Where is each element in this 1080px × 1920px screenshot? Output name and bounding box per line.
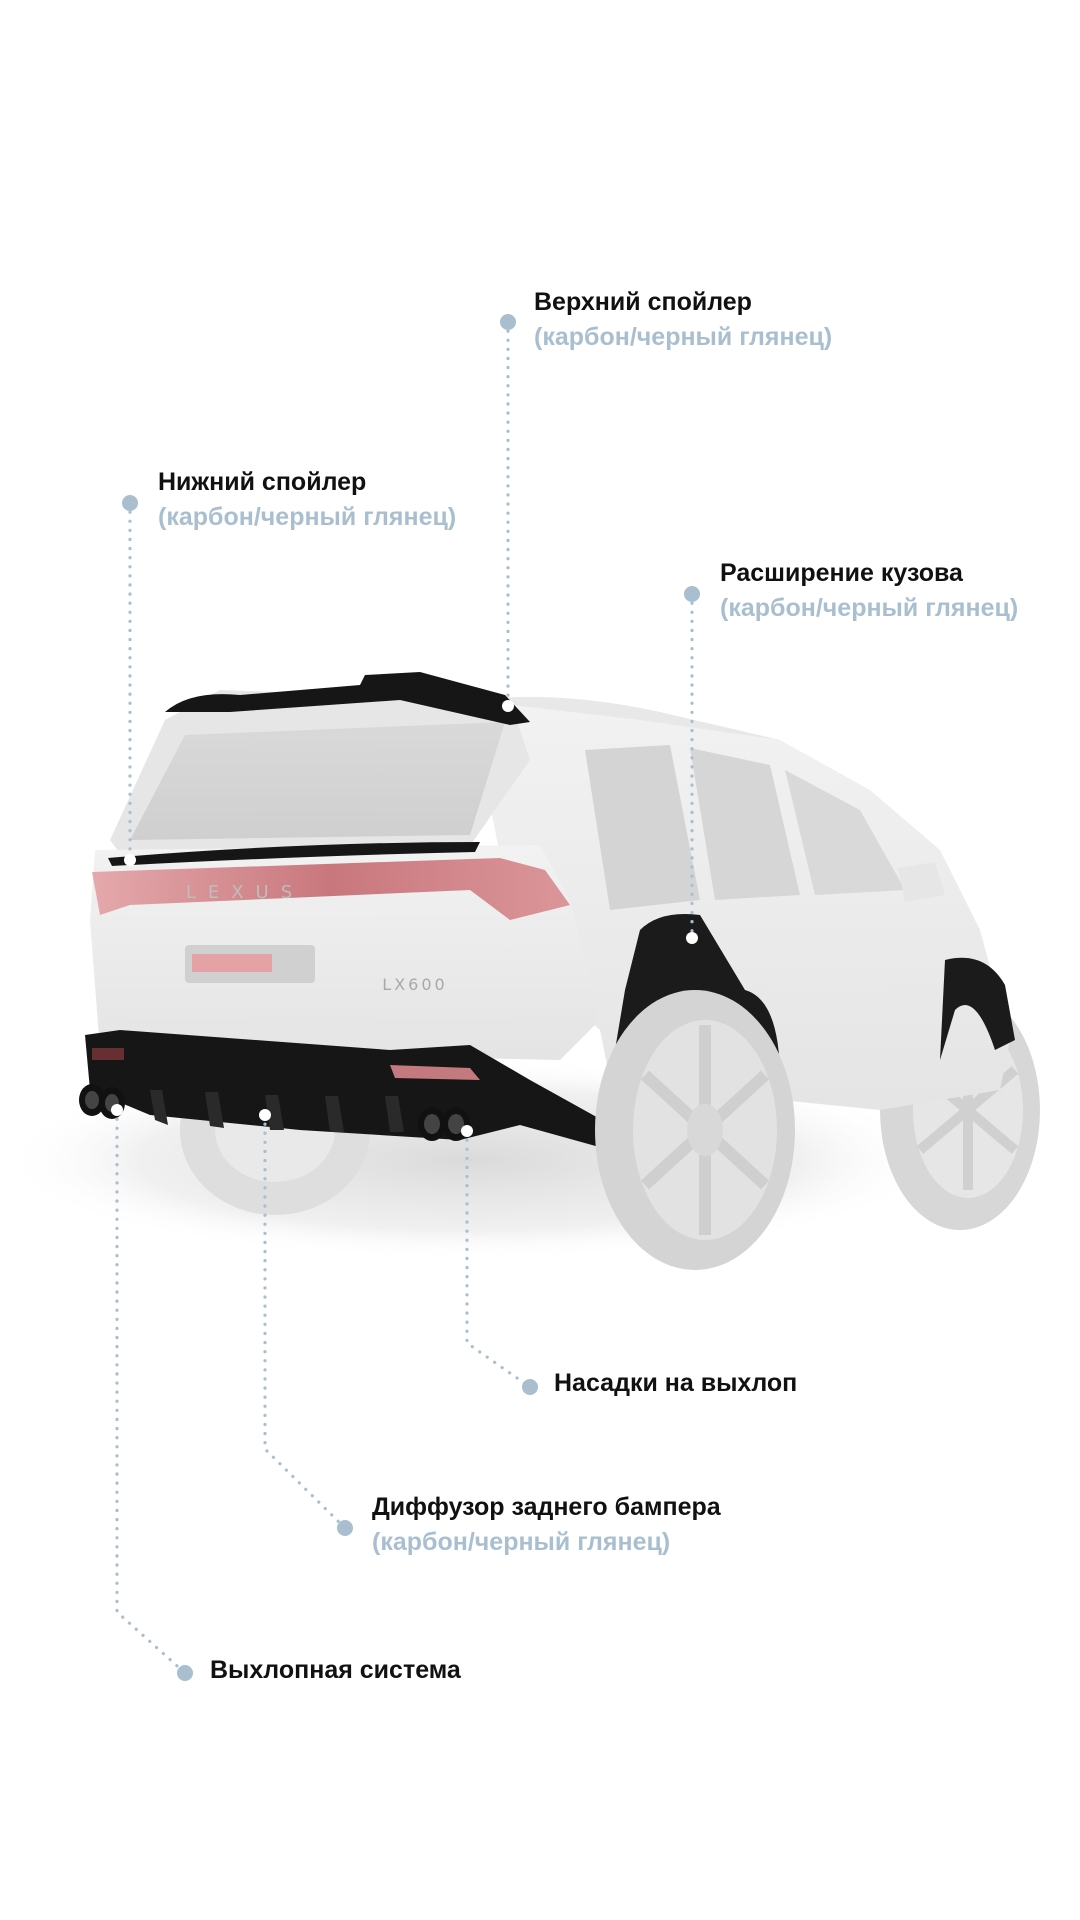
leader-dot-body-kit <box>684 586 700 602</box>
tail-light-bar <box>92 858 570 920</box>
anchor-dot-exhaust-system <box>111 1104 123 1116</box>
callout-subtitle: (карбон/черный глянец) <box>372 1528 671 1557</box>
callout-title: Диффузор заднего бампера <box>372 1493 721 1521</box>
callout-exhaust-tips: Насадки на выхлоп <box>554 1368 797 1399</box>
leader-line-exhaust-tips <box>465 1129 532 1389</box>
leader-dot-rear-diffuser <box>337 1520 353 1536</box>
callout-title: Расширение кузова <box>720 559 963 587</box>
callout-title: Верхний спойлер <box>534 288 752 316</box>
callout-subtitle: (карбон/черный глянец) <box>534 323 833 352</box>
lower-spoiler-part <box>108 842 480 866</box>
callout-body-kit: Расширение кузова (карбон/черный глянец) <box>720 558 1018 625</box>
anchor-dot-lower-spoiler <box>124 854 136 866</box>
callout-title: Насадки на выхлоп <box>554 1369 798 1397</box>
car-body: LEXUS LX600 <box>85 672 1015 1150</box>
callout-top-spoiler: Верхний спойлер (карбон/черный глянец) <box>534 287 832 354</box>
callout-exhaust-system: Выхлопная система <box>210 1655 461 1686</box>
callout-title: Выхлопная система <box>210 1656 461 1684</box>
leader-dot-exhaust-system <box>177 1665 193 1681</box>
top-spoiler-part <box>165 672 530 725</box>
callout-lower-spoiler: Нижний спойлер (карбон/черный глянец) <box>158 467 456 534</box>
leader-dot-lower-spoiler <box>122 495 138 511</box>
leader-dot-exhaust-tips <box>522 1379 538 1395</box>
leader-line-exhaust-system <box>115 1108 187 1675</box>
anchor-dot-top-spoiler <box>502 700 514 712</box>
callout-title: Нижний спойлер <box>158 468 367 496</box>
callout-subtitle: (карбон/черный глянец) <box>158 503 457 532</box>
callout-subtitle: (карбон/черный глянец) <box>720 594 1019 623</box>
model-badge: LX600 <box>382 975 447 994</box>
leader-line-rear-diffuser <box>263 1113 347 1530</box>
anchor-dot-exhaust-tips <box>461 1125 473 1137</box>
callout-rear-diffuser: Диффузор заднего бампера (карбон/черный … <box>372 1492 721 1559</box>
anchor-dot-rear-diffuser <box>259 1109 271 1121</box>
brand-badge: LEXUS <box>186 882 304 903</box>
rear-right-wheel <box>595 990 795 1270</box>
anchor-dot-body-kit <box>686 932 698 944</box>
leader-dot-top-spoiler <box>500 314 516 330</box>
